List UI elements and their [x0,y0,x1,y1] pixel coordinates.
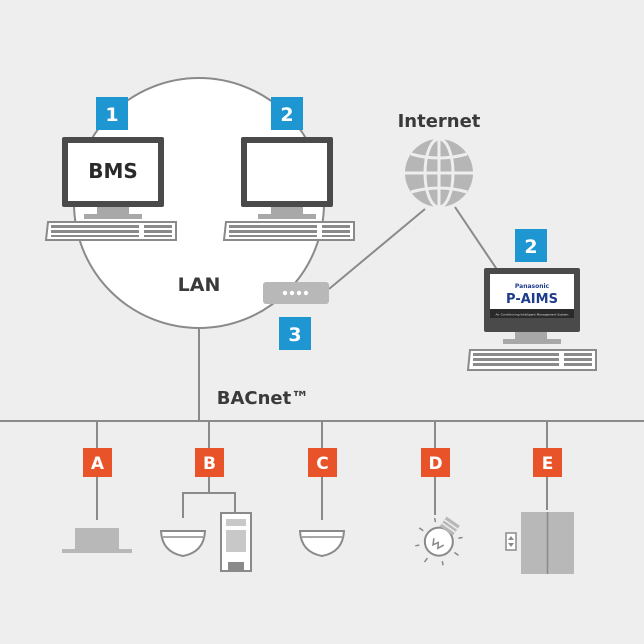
badge-2: 2 [271,97,303,130]
paims-tagline: Air Conditioning Intelligent Management … [496,313,569,317]
badge-3: 3 [279,317,311,350]
svg-text:3: 3 [288,324,301,346]
remote-computer-icon [466,268,597,371]
internet-label: Internet [398,111,481,132]
badge-a: A [83,448,112,477]
controller-icon [220,512,252,572]
svg-text:C: C [316,454,328,474]
badge-c: C [308,448,337,477]
gateway-icon [263,282,329,304]
computer-icon [222,137,355,241]
svg-text:E: E [542,454,554,474]
badge-2-remote: 2 [515,229,547,262]
paims-brand: Panasonic [515,283,550,290]
sensor-icon [298,530,346,558]
bms-screen-label: BMS [88,159,138,183]
lan-label: LAN [178,274,221,296]
lightbulb-icon [415,516,463,566]
badge-b: B [195,448,224,477]
connection-lines [0,206,644,520]
bacnet-label: BACnet™ [217,388,310,409]
svg-text:D: D [428,454,442,474]
badge-e: E [533,448,562,477]
globe-icon [405,137,473,209]
svg-text:B: B [203,454,216,474]
svg-text:A: A [91,454,105,474]
elevator-icon [505,512,574,574]
sensor-icon [159,530,207,558]
svg-text:2: 2 [524,236,537,258]
badge-1: 1 [96,97,128,130]
svg-text:2: 2 [280,104,293,126]
svg-text:1: 1 [105,104,118,126]
ceiling-unit-icon [62,528,132,553]
badge-d: D [421,448,450,477]
paims-product: P-AIMS [506,292,558,307]
computer-icon [44,137,177,241]
